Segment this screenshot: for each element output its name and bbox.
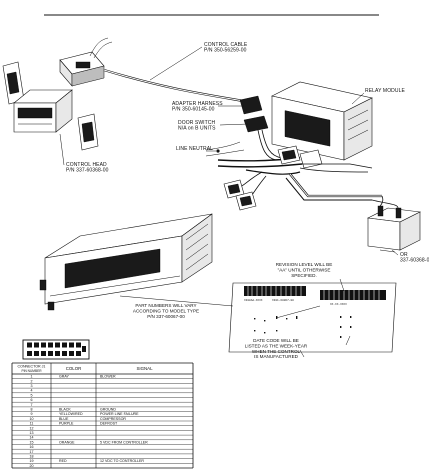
callout-line: IS MANUFACTURED <box>254 354 299 359</box>
table-cell-signal: COMPRESSOR <box>100 417 126 421</box>
callout-line: CONTROL CABLE <box>204 42 248 48</box>
barcode-right <box>320 290 386 300</box>
table-header-pin-sub: PIN NUMBER <box>21 369 42 373</box>
table-cell-pin: 17 <box>30 450 34 454</box>
table-cell-pin: 19 <box>30 459 34 463</box>
callout-line: LINE NEUTRAL <box>176 146 213 152</box>
table-cell-pin: 12 <box>30 426 34 430</box>
table-cell-signal: DEFROST <box>100 422 118 426</box>
table-cell-pin: 13 <box>30 431 34 435</box>
callout-line: P/N 337-60368-00 <box>66 167 109 173</box>
connector-j1 <box>22 339 90 360</box>
table-cell-pin: 3 <box>31 384 33 388</box>
table-header-color: COLOR <box>66 366 82 371</box>
control-head-assembly <box>2 37 113 151</box>
table-cell-color: BLACK <box>59 408 71 412</box>
callout-line: REVISION LEVEL WILL BE <box>276 262 333 267</box>
controller-housing <box>39 213 213 311</box>
callout-line: DOOR SWITCH <box>178 120 215 126</box>
table-cell-color: GRAY <box>59 375 70 379</box>
callout-revision: REVISION LEVEL WILL BE"AA" UNTIL OTHERWI… <box>276 262 333 278</box>
table-cell-pin: 10 <box>30 417 34 421</box>
table-cell-pin: 14 <box>30 436 34 440</box>
callout-line: DATE CODE WILL BE <box>253 338 299 343</box>
callout-leaders <box>59 46 399 256</box>
table-cell-color: YELLOW/RED <box>59 412 83 416</box>
callout-line: "AA" UNTIL OTHERWISE <box>278 267 331 272</box>
callout-relay-module: RELAY MODULE <box>365 88 405 94</box>
label-code-left: X300AA-XXXX <box>244 299 263 302</box>
control-cable <box>103 68 256 105</box>
table-cell-pin: 5 <box>31 393 33 397</box>
callout-line-neutral: LINE NEUTRAL <box>176 146 213 152</box>
table-cell-pin: 4 <box>31 389 33 393</box>
label-code-right: XX-XX-XXXX <box>330 303 347 306</box>
table-cell-pin: 15 <box>30 440 34 444</box>
label-code-mid: X301-60067-00 <box>272 299 294 302</box>
table-cell-pin: 1 <box>31 375 33 379</box>
table-cell-signal: 5 VDC FROM CONTROLLER <box>100 440 148 444</box>
table-cell-pin: 6 <box>31 398 33 402</box>
callout-line: ADAPTER HARNESS <box>172 101 223 107</box>
callout-line: 337-60368-00 <box>400 257 429 263</box>
callout-line: N/A on B UNITS <box>178 125 216 131</box>
relay-module <box>239 81 373 161</box>
table-cell-color: PURPLE <box>59 422 74 426</box>
table-cell-color: RED <box>59 459 67 463</box>
callout-line: P/N 350-60145-00 <box>172 106 215 112</box>
label-leaders <box>119 278 351 358</box>
callout-line: PART NUMBERS WILL VARY <box>135 303 196 308</box>
table-header-signal: SIGNAL <box>136 366 153 371</box>
callout-line: OR <box>400 252 408 258</box>
table-cell-signal: 12 VDC TO CONTROLLER <box>100 459 144 463</box>
callout-line: CONTROL HEAD <box>66 162 107 168</box>
label-card: X300AA-XXXX X301-60067-00 XX-XX-XXXX <box>228 282 397 353</box>
table-cell-color: ORANGE <box>59 440 75 444</box>
callout-line: P/N 337-60067-00 <box>147 314 185 319</box>
table-header-pin: CONNECTOR J1 <box>18 365 46 369</box>
table-cell-pin: 9 <box>31 412 33 416</box>
table-cell-pin: 8 <box>31 408 33 412</box>
table-cell-pin: 20 <box>30 464 34 468</box>
callout-line: P/N 350-56259-00 <box>204 47 247 53</box>
table-cell-pin: 2 <box>31 379 33 383</box>
barcode-left <box>244 286 306 296</box>
adapter-harness <box>205 115 382 211</box>
callout-line: WHEN THE CONTROL <box>252 349 301 354</box>
callout-line: ACCORDING TO MODEL TYPE <box>133 308 199 313</box>
table-cell-signal: POWER LINE FAILURE <box>100 412 139 416</box>
callout-line: LISTED AS THE WEEK-YEAR <box>245 343 308 348</box>
table-cell-pin: 16 <box>30 445 34 449</box>
table-cell-pin: 18 <box>30 455 34 459</box>
table-cell-color: BLUE <box>59 417 69 421</box>
table-cell-pin: 11 <box>30 422 34 426</box>
table-cell-signal: GROUND <box>100 408 116 412</box>
callout-line: SPECIFIED. <box>291 273 317 278</box>
callout-line: RELAY MODULE <box>365 88 405 94</box>
relay-box <box>366 195 422 253</box>
table-cell-signal: BLOWER <box>100 375 116 379</box>
table-cell-pin: 7 <box>31 403 33 407</box>
